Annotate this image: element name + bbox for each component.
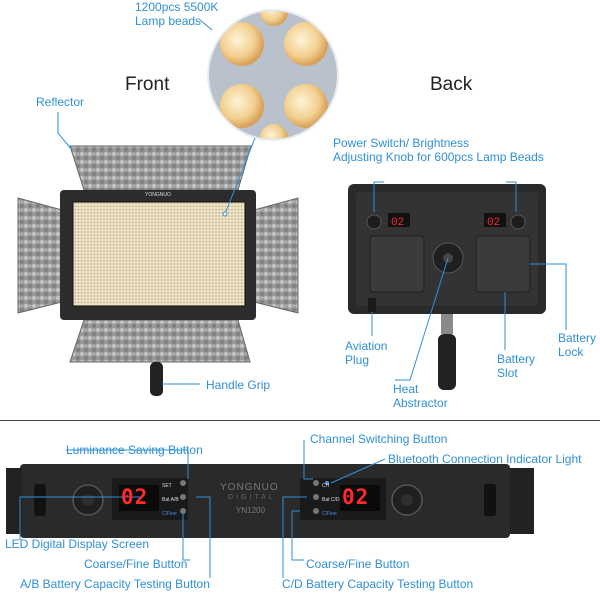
handle-grip-label: Handle Grip	[206, 378, 271, 392]
front-heading: Front	[125, 74, 170, 95]
right-led-display: 02	[342, 485, 370, 509]
channel-switching-label: Channel Switching Button	[310, 432, 448, 446]
bead-zoom-circle	[207, 9, 339, 141]
back-light-body	[348, 184, 546, 314]
front-light-body	[60, 190, 256, 320]
top-barn-door	[69, 145, 252, 191]
btn-set[interactable]: SET	[162, 483, 172, 489]
bluetooth-label: Bluetooth Connection Indicator Light	[388, 452, 582, 466]
right-button-labels: CH Bat C/D C/Fine	[322, 479, 340, 521]
cd-battery-label: C/D Battery Capacity Testing Button	[282, 577, 474, 591]
front-light-illustration	[17, 145, 299, 396]
coarse-fine-right-label: Coarse/Fine Button	[306, 557, 410, 571]
bottom-barn-door	[69, 319, 251, 363]
btn-ch[interactable]: CH	[322, 483, 330, 489]
panel-brand: YONGNUO	[220, 482, 279, 493]
panel-body	[20, 464, 510, 538]
btn-cfine-right[interactable]: C/Fine	[322, 511, 337, 517]
panel-brand-sub: DIGITAL	[228, 494, 276, 501]
left-barn-door	[17, 197, 63, 314]
power-switch-label: Power Switch/ Brightness Adjusting Knob …	[333, 136, 544, 164]
svg-text:02: 02	[391, 217, 404, 229]
back-heading: Back	[430, 74, 473, 95]
heat-fan	[432, 242, 464, 274]
section-divider	[0, 420, 600, 421]
btn-bat-cd[interactable]: Bat C/D	[322, 497, 340, 503]
btn-cfine-left[interactable]: C/Fine	[162, 511, 177, 517]
ab-battery-label: A/B Battery Capacity Testing Button	[20, 577, 210, 591]
front-brand-text: YONGNUO	[145, 192, 171, 198]
led-display-label: LED Digital Display Screen	[5, 537, 150, 551]
right-knob	[510, 214, 526, 230]
panel-right-knob	[391, 484, 423, 516]
battery-slot-left	[369, 235, 425, 293]
battery-lock-label: Battery Lock	[558, 331, 597, 359]
beads-caption: 1200pcs 5500K Lamp beads	[135, 0, 219, 28]
left-led-display: 02	[121, 485, 149, 509]
right-barn-door	[253, 197, 299, 314]
aviation-plug-label: Aviation Plug	[345, 339, 388, 367]
btn-bat-ab[interactable]: Bat A/B	[162, 497, 179, 503]
battery-slot-label: Battery Slot	[497, 352, 536, 380]
coarse-fine-left-label: Coarse/Fine Button	[84, 557, 188, 571]
panel-model: YN1200	[236, 506, 265, 515]
control-panel-illustration	[6, 464, 534, 538]
leader-lines	[19, 19, 567, 578]
panel-left-knob	[72, 484, 104, 516]
handle-grip-shape	[150, 362, 163, 396]
svg-text:02: 02	[487, 217, 500, 229]
battery-slot-right	[475, 235, 531, 293]
luminance-saving-label: Luminance Saving Button	[66, 443, 203, 457]
heat-abstractor-label: Heat Abstractor	[393, 382, 448, 410]
reflector-label: Reflector	[36, 95, 85, 109]
left-button-labels: SET Bat A/B C/Fine	[162, 479, 179, 521]
led-bead-panel	[72, 201, 246, 307]
left-knob	[366, 214, 382, 230]
